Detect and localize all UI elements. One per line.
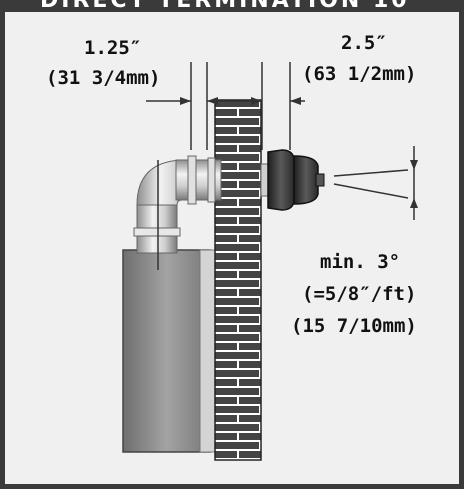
brick-wall xyxy=(214,99,262,461)
right-dimension-mm: (63 1/2mm) xyxy=(302,63,416,85)
left-dimension-inches: 1.25″ xyxy=(84,37,141,59)
appliance-box xyxy=(122,249,216,453)
slope-ratio-label: (=5/8″/ft) xyxy=(302,283,416,305)
termination-cap xyxy=(267,149,325,211)
left-dimension-mm: (31 3/4mm) xyxy=(46,67,160,89)
slope-angle-label: min. 3° xyxy=(320,251,400,273)
title-text: DIRECT TERMINATION 10° xyxy=(40,0,424,12)
dimension-arrows xyxy=(180,97,418,208)
title-strip: DIRECT TERMINATION 10° xyxy=(0,0,464,12)
slope-mm-label: (15 7/10mm) xyxy=(291,315,417,337)
right-dimension-inches: 2.5″ xyxy=(341,32,387,54)
